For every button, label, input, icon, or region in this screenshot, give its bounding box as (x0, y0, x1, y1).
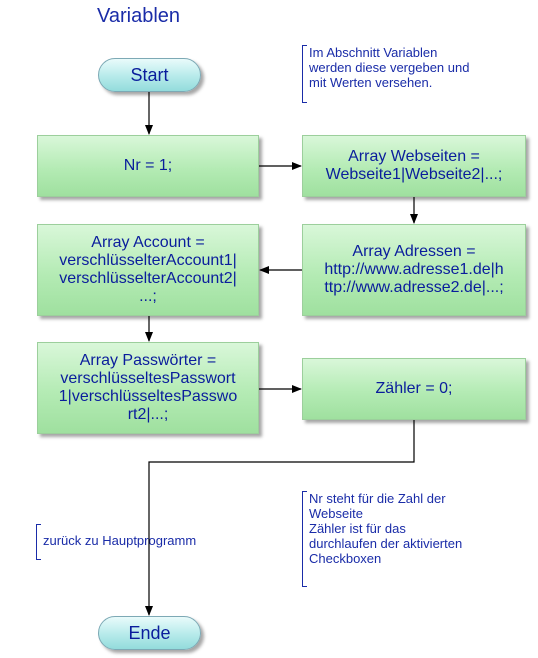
box-adressen-text: Array Adressen = http://www.adresse1.de|… (324, 243, 504, 296)
box-webseiten: Array Webseiten = Webseite1|Webseite2|..… (302, 135, 526, 197)
end-label: Ende (128, 622, 171, 643)
box-zaehler: Zähler = 0; (302, 358, 526, 420)
note-explain: Nr steht für die Zahl der Webseite Zähle… (302, 491, 527, 587)
box-passwoerter: Array Passwörter = verschlüsseltesPasswo… (37, 342, 259, 434)
box-account: Array Account = verschlüsselterAccount1|… (37, 224, 259, 316)
start-terminal: Start (98, 58, 201, 92)
arrow-zaehler-to-ende (145, 420, 415, 616)
box-nr: Nr = 1; (37, 135, 259, 197)
box-webseiten-text: Array Webseiten = Webseite1|Webseite2|..… (325, 148, 503, 183)
note-section: Im Abschnitt Variablen werden diese verg… (302, 45, 527, 103)
box-zaehler-text: Zähler = 0; (375, 380, 453, 397)
start-label: Start (130, 64, 169, 85)
diagram-title: Variablen (97, 5, 181, 27)
box-passwoerter-text: Array Passwörter = verschlüsseltesPasswo… (58, 352, 238, 423)
box-nr-text: Nr = 1; (123, 157, 173, 174)
end-terminal: Ende (98, 616, 201, 650)
box-adressen: Array Adressen = http://www.adresse1.de|… (302, 224, 526, 316)
box-account-text: Array Account = verschlüsselterAccount1|… (59, 234, 237, 305)
